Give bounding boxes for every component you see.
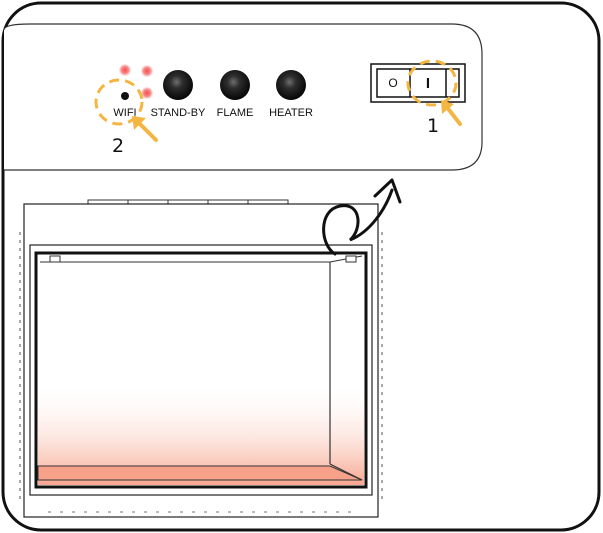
curved-rotate-arrow-icon — [322, 178, 402, 256]
flame-label: FLAME — [217, 107, 254, 119]
pointer-arrow-icon — [132, 116, 158, 142]
switch-highlight-circle — [406, 59, 458, 107]
fireplace-body — [19, 199, 383, 518]
switch-on-symbol: I — [426, 75, 430, 92]
wifi-label: WIFI — [113, 107, 136, 119]
heater-label: HEATER — [269, 107, 313, 119]
ember-bed — [37, 465, 363, 481]
wifi-led-2 — [141, 65, 153, 77]
step-1-number: 1 — [427, 115, 439, 137]
heater-button[interactable] — [276, 70, 306, 100]
step-2-number: 2 — [112, 135, 124, 157]
switch-pointer-arrow-icon — [441, 100, 462, 126]
standby-button[interactable] — [163, 70, 193, 100]
standby-label: STAND-BY — [151, 107, 206, 119]
flame-button[interactable] — [220, 70, 250, 100]
wifi-led-1 — [119, 64, 131, 76]
wifi-led-3 — [141, 87, 153, 99]
switch-off-symbol: O — [388, 76, 397, 90]
wifi-button[interactable] — [119, 64, 153, 100]
wifi-highlight-circle — [94, 78, 144, 126]
